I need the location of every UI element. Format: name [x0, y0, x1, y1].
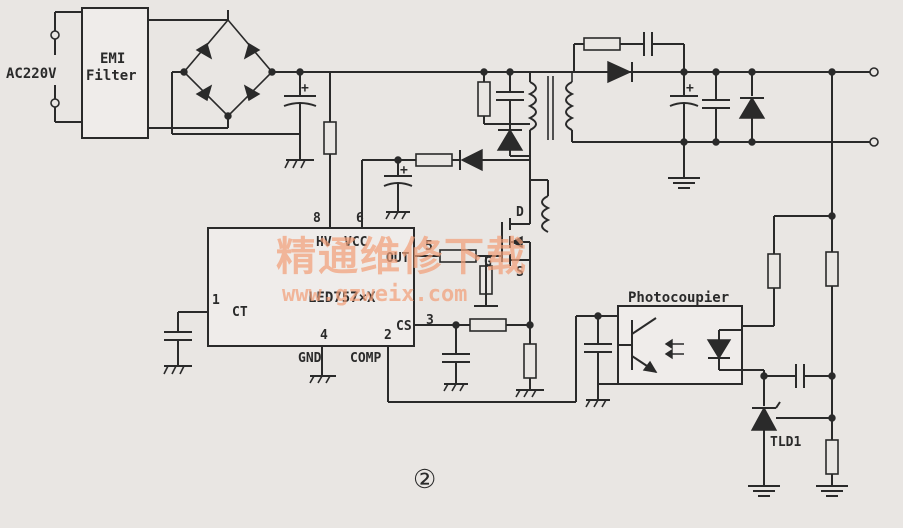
bridge-diode-1: [195, 42, 213, 60]
watermark-url: www.gzweix.com: [282, 282, 467, 307]
pin5-name: OUT: [386, 251, 410, 266]
output-terminal-negative: [869, 137, 879, 147]
ct-capacitor: [163, 311, 208, 375]
pin8-number: 8: [313, 211, 321, 226]
output-rectifier-diode: [607, 60, 632, 84]
bridge-diode-2: [243, 42, 261, 60]
transformer-secondary: +: [565, 32, 879, 189]
ac-input: AC220V: [6, 11, 82, 123]
bridge-rectifier: [171, 10, 300, 135]
pin2-number: 2: [384, 328, 392, 343]
pin6-number: 6: [356, 211, 364, 226]
ic-part-number: LED757×X: [308, 290, 376, 306]
emi-filter-label-1: EMI: [100, 51, 125, 67]
bridge-diode-4: [243, 84, 261, 102]
pin8-name: HV: [316, 235, 332, 250]
tl431-label: TLD1: [770, 435, 801, 450]
mosfet-drain-label: D: [516, 205, 524, 220]
snubber-diode: [496, 128, 524, 151]
ac-source-label: AC220V: [6, 66, 57, 82]
output-zener: [738, 96, 766, 119]
emi-filter-label-2: Filter: [86, 68, 137, 84]
figure-number: ②: [413, 465, 436, 495]
comp-feedback: [387, 312, 618, 408]
controller-ic: 8 HV 6 VCC 5 OUT LED757×X 1 CT 4 GND 2 C…: [207, 211, 434, 366]
pin3-number: 3: [426, 313, 434, 328]
emi-filter: EMI Filter: [81, 7, 228, 139]
vcc-supply: +: [361, 148, 530, 228]
svg-text:+: +: [400, 163, 408, 178]
pin6-name: VCC: [344, 235, 367, 250]
tl431-reference: [750, 406, 778, 431]
watermark: 精通维修下载 www.gzweix.com: [276, 234, 528, 307]
hv-startup-resistor: [323, 72, 337, 228]
pin5-number: 5: [425, 239, 433, 254]
snubber-network: [477, 68, 530, 157]
pin4-number: 4: [320, 328, 328, 343]
photocoupler: Photocoupier: [617, 290, 743, 385]
bulk-capacitor: +: [283, 68, 870, 169]
mosfet-gate-label: G: [484, 255, 492, 270]
current-sense: [414, 296, 544, 398]
ic-ground: [309, 346, 336, 384]
pin1-name: CT: [232, 305, 248, 320]
output-terminal-positive: [869, 67, 879, 77]
pin4-name: GND: [298, 351, 322, 366]
vcc-diode: [460, 148, 483, 172]
aux-winding: [541, 195, 551, 233]
pin2-name: COMP: [350, 351, 381, 366]
svg-text:+: +: [301, 81, 309, 96]
mosfet-source-label: S: [516, 265, 524, 280]
svg-text:+: +: [686, 81, 694, 96]
watermark-chinese: 精通维修下载: [276, 234, 528, 280]
pin1-number: 1: [212, 293, 220, 308]
photocoupler-label: Photocoupier: [628, 290, 729, 306]
bridge-diode-3: [195, 84, 213, 102]
pin3-name: CS: [396, 319, 412, 334]
power-mosfet: D G S: [414, 198, 531, 325]
secondary-feedback: TLD1: [742, 68, 848, 497]
transformer-primary: [527, 72, 554, 233]
